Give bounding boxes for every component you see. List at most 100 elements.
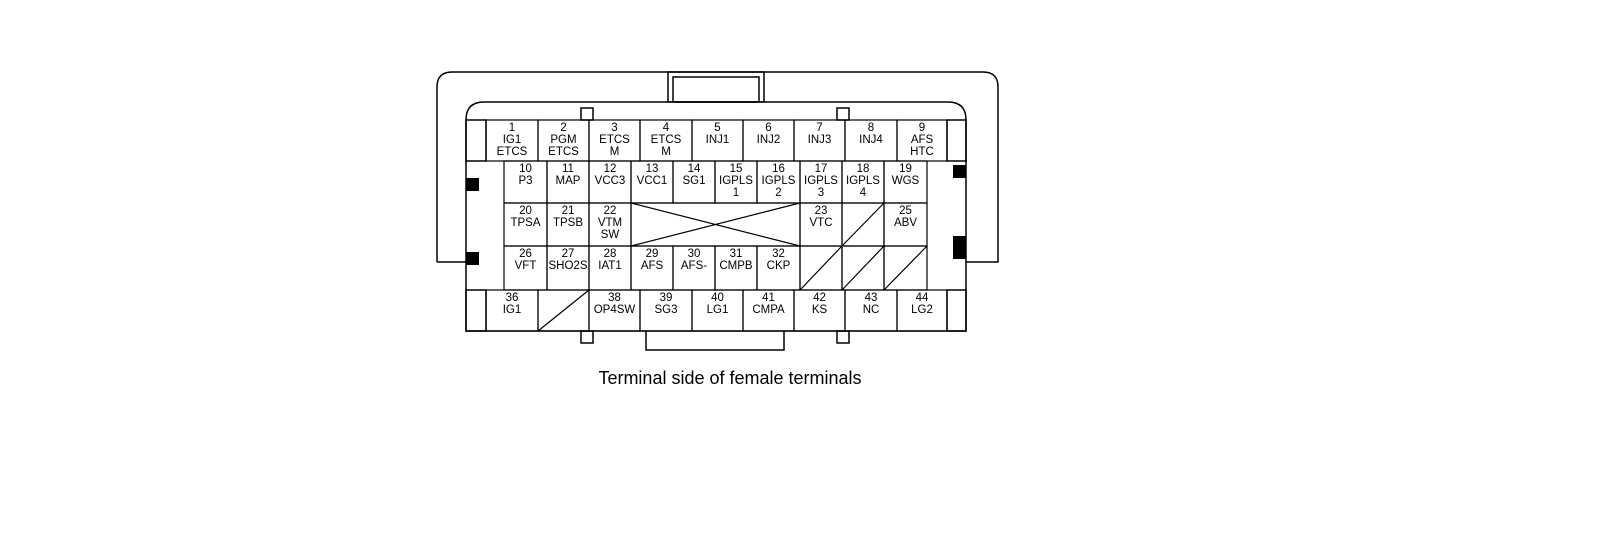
terminal-signal: VCC3 (595, 175, 626, 187)
lock-square-left-top (466, 178, 479, 191)
terminal-signal: IGPLS (846, 175, 880, 187)
unused-cavity-slash (799, 245, 843, 291)
bottom-key-left (580, 330, 594, 344)
unused-cavity-slash (537, 289, 590, 332)
terminal-signal: TPSB (553, 217, 583, 229)
terminal-signal: VCC1 (637, 175, 668, 187)
terminal-signal: HTC (910, 146, 934, 158)
terminal-number: 9 (919, 122, 925, 134)
terminal-number: 32 (772, 248, 785, 260)
terminal-number: 36 (506, 292, 519, 304)
diagram-caption: Terminal side of female terminals (598, 368, 862, 388)
unused-cavity-slash (841, 245, 885, 291)
unused-cavity-large (630, 202, 801, 247)
terminal-signal: AFS- (681, 260, 707, 272)
terminal-number: 15 (730, 163, 743, 175)
terminal-signal: ETCS (548, 146, 579, 158)
terminal-number: 2 (560, 122, 566, 134)
terminal-number: 11 (562, 163, 574, 175)
row1-left-end (465, 119, 487, 162)
terminal-number: 42 (813, 292, 826, 304)
terminal-signal: CKP (767, 260, 791, 272)
terminal-signal: WGS (892, 175, 920, 187)
terminal-signal: INJ4 (859, 134, 883, 146)
terminal-signal: INJ1 (706, 134, 730, 146)
terminal-number: 40 (711, 292, 724, 304)
terminal-number: 20 (519, 205, 532, 217)
terminal-number: 25 (899, 205, 912, 217)
terminal-signal: M (661, 146, 671, 158)
terminal-signal: VTM (598, 217, 622, 229)
terminal-signal: P3 (518, 175, 532, 187)
terminal-number: 7 (816, 122, 822, 134)
terminal-signal: KS (812, 304, 828, 316)
terminal-number: 43 (865, 292, 878, 304)
terminal-signal: 1 (733, 187, 739, 199)
terminal-number: 14 (688, 163, 701, 175)
terminal-number: 22 (604, 205, 617, 217)
bottom-tab (645, 331, 785, 351)
terminal-signal: NC (863, 304, 880, 316)
inner-housing (465, 101, 967, 332)
terminal-number: 3 (611, 122, 617, 134)
top-key-left (580, 107, 594, 121)
row5-left-end (465, 289, 487, 332)
terminal-number: 27 (562, 248, 575, 260)
terminal-number: 26 (519, 248, 532, 260)
terminal-number: 16 (772, 163, 785, 175)
terminal-number: 38 (608, 292, 621, 304)
terminal-signal: SG1 (682, 175, 705, 187)
terminal-signal: ETCS (599, 134, 630, 146)
unused-cavity-cross (630, 202, 801, 247)
terminal-signal: OP4SW (594, 304, 636, 316)
terminal-signal: SG3 (654, 304, 677, 316)
row5-right-end (946, 289, 967, 332)
terminal-number: 28 (604, 248, 617, 260)
terminal-number: 1 (509, 122, 515, 134)
terminal-signal: ETCS (651, 134, 682, 146)
terminal-number: 18 (857, 163, 870, 175)
terminal-signal: VFT (515, 260, 537, 272)
terminal-number: 5 (714, 122, 720, 134)
terminal-signal: LG1 (707, 304, 729, 316)
terminal-number: 12 (604, 163, 617, 175)
terminal-signal: IGPLS (719, 175, 753, 187)
terminal-number: 10 (519, 163, 532, 175)
lock-square-right-top (953, 165, 966, 178)
unused-cavity-slash (841, 202, 885, 247)
terminal-signal: IGPLS (762, 175, 796, 187)
terminal-signal: ABV (894, 217, 917, 229)
terminal-number: 23 (815, 205, 828, 217)
terminal-signal: ETCS (497, 146, 528, 158)
lock-square-left-bottom (466, 252, 479, 265)
terminal-signal: MAP (556, 175, 581, 187)
terminal-number: 21 (562, 205, 575, 217)
terminal-signal: LG2 (911, 304, 933, 316)
terminal-number: 30 (688, 248, 701, 260)
terminal-signal: AFS (641, 260, 664, 272)
